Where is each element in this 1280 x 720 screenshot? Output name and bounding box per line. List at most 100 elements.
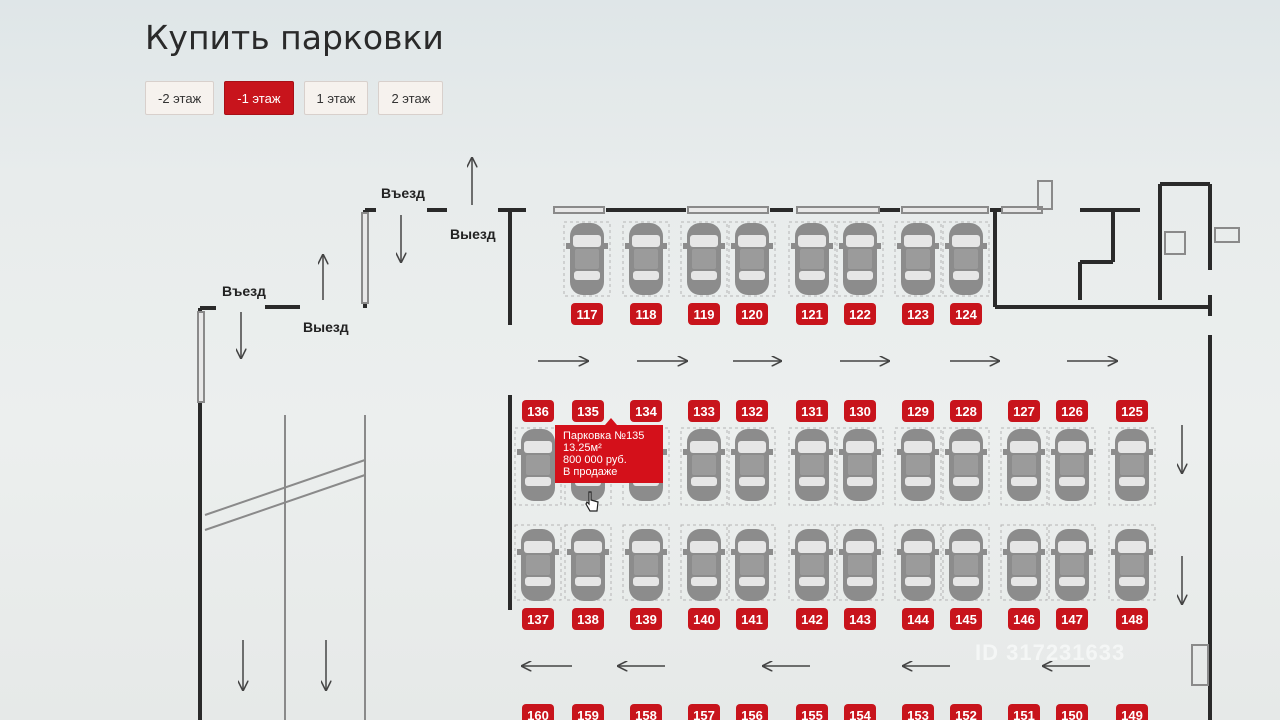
spot-number: 126 [1061,404,1083,419]
tooltip-area: 13.25м² [563,442,602,454]
spot-number: 143 [849,612,871,627]
spot-badge [950,303,982,325]
car-icon [731,223,773,295]
spot-badge [902,303,934,325]
spot-badge [1116,400,1148,422]
spot-badge [1056,400,1088,422]
spot-number: 157 [693,708,715,720]
parking-spot-125[interactable]: 125 [1108,400,1156,506]
parking-spot-139[interactable]: 139 [622,524,670,630]
parking-spot-148[interactable]: 148 [1108,524,1156,630]
spot-badge [688,608,720,630]
car-icon [791,429,833,501]
car-icon [897,223,939,295]
parking-spot-129[interactable]: 129 [894,400,942,506]
spot-badge [572,608,604,630]
floor-tab-minus-1[interactable]: -1 этаж [224,81,294,115]
parking-spot-132[interactable]: 132 [728,400,776,506]
car-icon [517,529,559,601]
spot-number: 148 [1121,612,1143,627]
spot-badge [1008,608,1040,630]
parking-spot-145[interactable]: 145 [942,524,990,630]
parking-spot-117[interactable]: 117 [563,221,611,325]
parking-spot-138[interactable]: 138 [564,524,612,630]
parking-spot-152[interactable]: 152 [950,704,982,720]
floor-tab-minus-2[interactable]: -2 этаж [145,81,215,115]
parking-spot-131[interactable]: 131 [788,400,836,506]
spot-badge [688,400,720,422]
spot-number: 131 [801,404,823,419]
spot-number: 136 [527,404,549,419]
parking-spot-135[interactable]: 135 [564,400,612,506]
spot-badge [796,704,828,720]
parking-spot-143[interactable]: 143 [836,524,884,630]
parking-spot-144[interactable]: 144 [894,524,942,630]
parking-spot-147[interactable]: 147 [1048,524,1096,630]
parking-spot-119[interactable]: 119 [680,221,728,325]
parking-spot-157[interactable]: 157 [688,704,720,720]
parking-spot-133[interactable]: 133 [680,400,728,506]
parking-spot-130[interactable]: 130 [836,400,884,506]
light-walls [197,180,1240,720]
car-icon [683,223,725,295]
spot-number: 125 [1121,404,1143,419]
floor-tab-2[interactable]: 2 этаж [378,81,444,115]
parking-spot-140[interactable]: 140 [680,524,728,630]
parking-spot-134[interactable]: 134 [622,400,670,506]
spot-badge [736,303,768,325]
spot-badge [688,303,720,325]
parking-spot-159[interactable]: 159 [572,704,604,720]
parking-spot-123[interactable]: 123 [894,221,942,325]
parking-spot-121[interactable]: 121 [788,221,836,325]
parking-spot-146[interactable]: 146 [1000,524,1048,630]
spot-number: 137 [527,612,549,627]
car-icon [731,529,773,601]
spot-number: 119 [694,307,715,322]
parking-spot-156[interactable]: 156 [736,704,768,720]
parking-spot-120[interactable]: 120 [728,221,776,325]
spot-number: 146 [1013,612,1035,627]
spot-badge [572,704,604,720]
spot-badge [1056,608,1088,630]
floor-tab-1[interactable]: 1 этаж [303,81,369,115]
spot-badge [571,303,603,325]
car-icon [945,429,987,501]
parking-spot-127[interactable]: 127 [1000,400,1048,506]
parking-spot-118[interactable]: 118 [622,221,670,325]
parking-spot-155[interactable]: 155 [796,704,828,720]
spot-badge [1116,608,1148,630]
spot-badge [1008,704,1040,720]
parking-spot-154[interactable]: 154 [844,704,876,720]
parking-spot-136[interactable]: 136 [514,400,562,506]
parking-spot-122[interactable]: 122 [836,221,884,325]
car-icon [945,529,987,601]
spot-badge [1056,704,1088,720]
spot-number: 129 [907,404,929,419]
parking-spot-126[interactable]: 126 [1048,400,1096,506]
page-title: Купить парковки [145,18,444,57]
parking-spot-158[interactable]: 158 [630,704,662,720]
hand-cursor-icon [585,491,599,512]
car-icon [731,429,773,501]
spot-number: 139 [635,612,657,627]
parking-spot-128[interactable]: 128 [942,400,990,506]
parking-spot-137[interactable]: 137 [514,524,562,630]
parking-spot-124[interactable]: 124 [942,221,990,325]
car-icon [791,529,833,601]
parking-spot-150[interactable]: 150 [1056,704,1088,720]
parking-spot-153[interactable]: 153 [902,704,934,720]
spot-number: 153 [907,708,929,720]
parking-spot-141[interactable]: 141 [728,524,776,630]
spot-number: 122 [849,307,871,322]
car-icon [839,223,881,295]
parking-spot-160[interactable]: 160 [522,704,554,720]
parking-spot-142[interactable]: 142 [788,524,836,630]
spot-number: 133 [693,404,715,419]
spot-badge [796,608,828,630]
parking-spot-151[interactable]: 151 [1008,704,1040,720]
spot-badge [844,400,876,422]
spot-number: 142 [801,612,823,627]
spot-badge [736,704,768,720]
car-icon [791,223,833,295]
parking-spot-149[interactable]: 149 [1116,704,1148,720]
